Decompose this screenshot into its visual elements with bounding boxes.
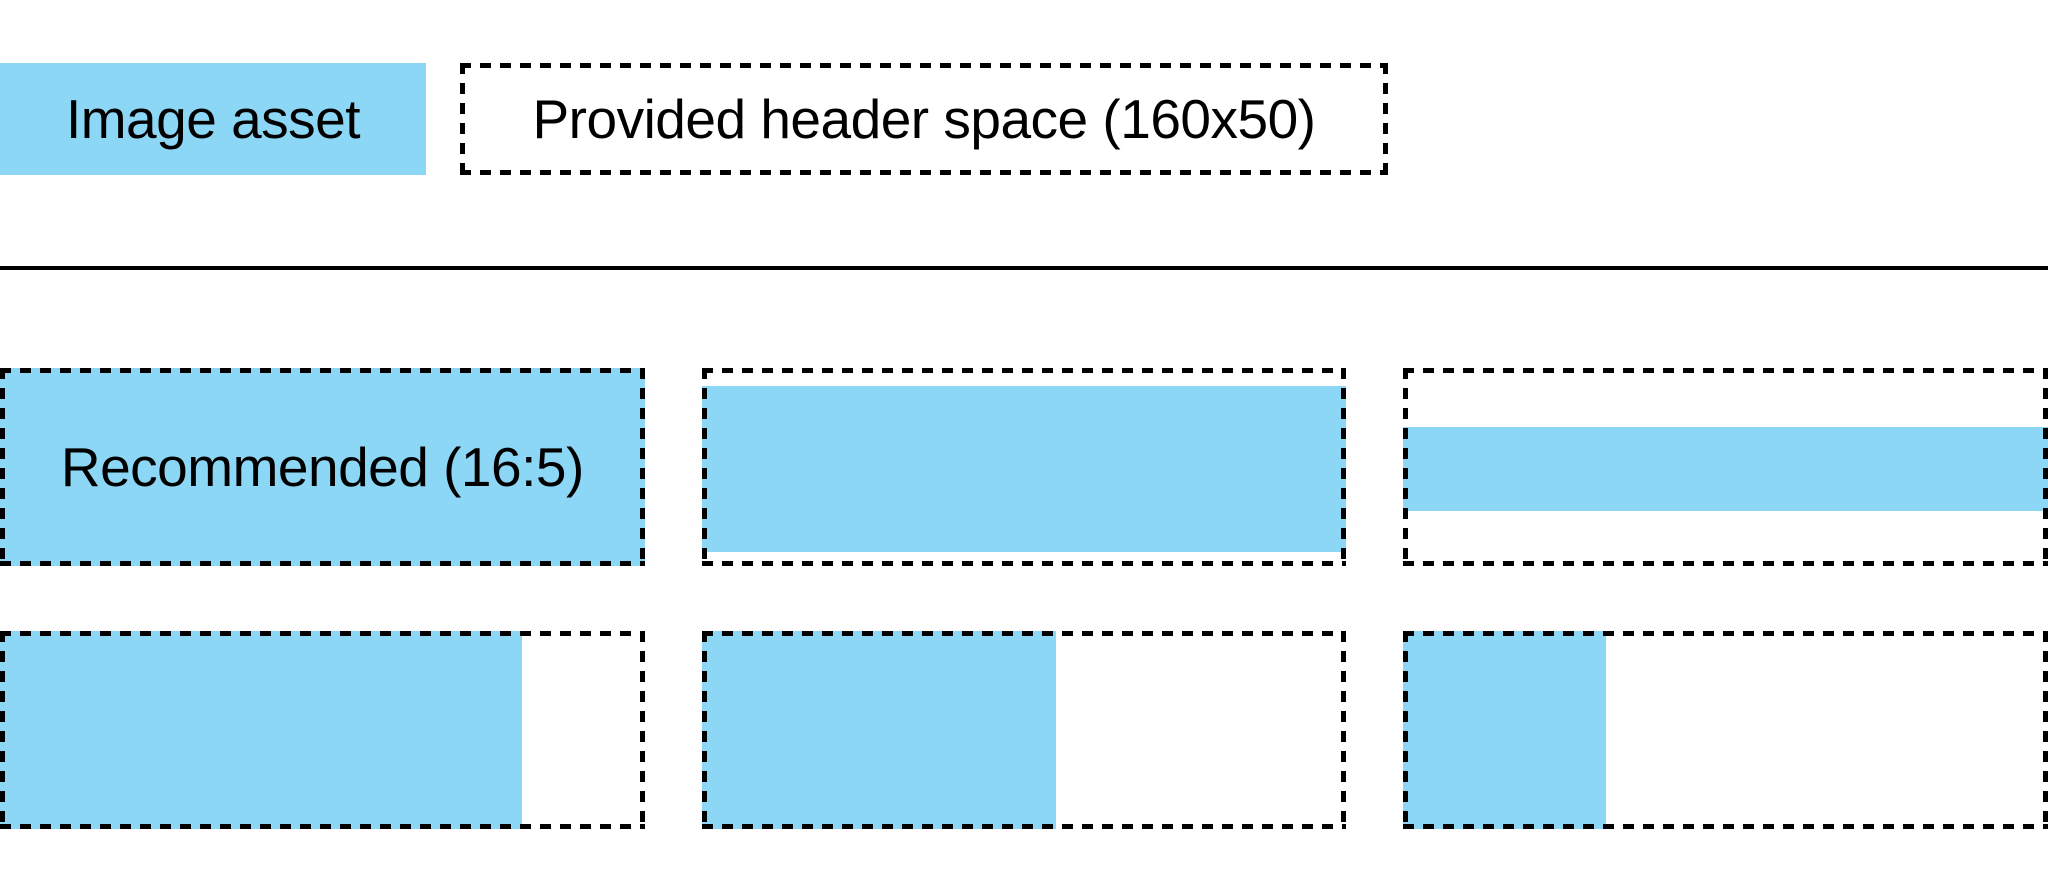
- recommended-label-wrap: Recommended (16:5): [0, 368, 645, 566]
- image-asset-fill: [701, 386, 1347, 552]
- image-asset-label: Image asset: [65, 87, 361, 150]
- example-full-width-short-letterboxed: [1403, 368, 2048, 566]
- image-asset-fill: [1403, 631, 1607, 829]
- provided-header-space-label: Provided header space (160x50): [532, 87, 1316, 150]
- image-asset-fill: [701, 631, 1057, 829]
- example-full-height-narrow-pillarboxed: [1403, 631, 2048, 829]
- example-full-height-wide-pillarboxed: [0, 631, 645, 829]
- provided-header-space-box: Provided header space (160x50): [460, 63, 1388, 175]
- legend: Image asset Provided header space (160x5…: [0, 63, 1388, 175]
- divider-line: [0, 266, 2048, 270]
- example-recommended-16-5: Recommended (16:5): [0, 368, 645, 566]
- aspect-ratio-examples: Recommended (16:5): [0, 368, 2048, 829]
- example-full-height-medium-pillarboxed: [701, 631, 1347, 829]
- image-asset-swatch: Image asset: [0, 63, 426, 175]
- image-asset-fill: [0, 631, 523, 829]
- recommended-label: Recommended (16:5): [60, 435, 584, 498]
- example-full-width-letterboxed: [701, 368, 1347, 566]
- image-asset-fill: [1403, 427, 2048, 511]
